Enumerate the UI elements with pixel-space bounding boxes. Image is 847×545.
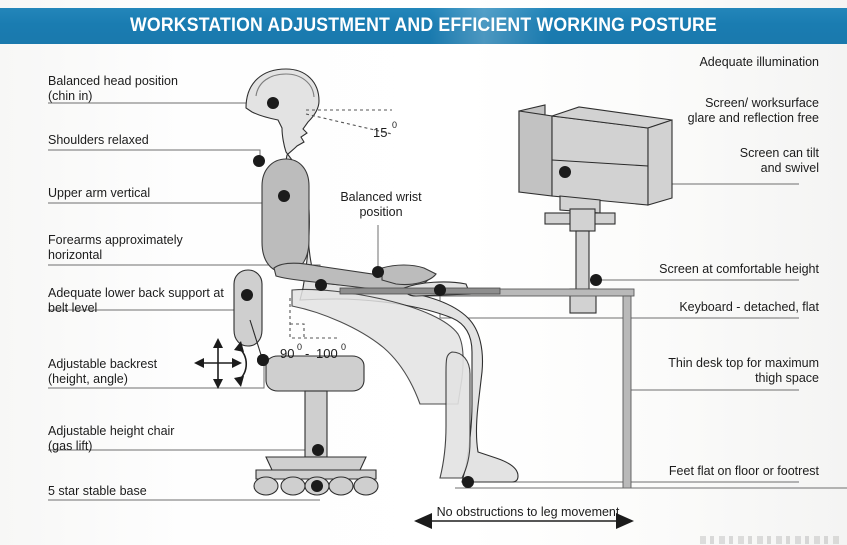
viewing-angle-value: 15 — [373, 125, 387, 140]
banner-sheen — [430, 8, 550, 44]
label-lower-back-support: Adequate lower back support at belt leve… — [48, 286, 224, 315]
footer-scan-artifact — [700, 536, 840, 544]
label-no-obstructions: No obstructions to leg movement — [436, 505, 620, 519]
label-upper-arm-vertical: Upper arm vertical — [48, 186, 151, 200]
elbow-angle-min: 90 — [280, 346, 294, 361]
label-forearms-horizontal: Forearms approximately horizontal — [48, 233, 183, 262]
dot-gas-lift — [312, 444, 324, 456]
viewing-angle-unit: 0 — [392, 120, 397, 130]
dot-backrest — [257, 354, 269, 366]
elbow-angle-min-unit: 0 — [297, 342, 302, 352]
leg-movement-arrow — [414, 513, 634, 529]
label-screen-tilt-swivel: Screen can tilt and swivel — [739, 146, 819, 175]
dot-screen-tilt — [559, 166, 571, 178]
label-adjustable-backrest: Adjustable backrest (height, angle) — [48, 357, 158, 386]
label-adjustable-height-chair: Adjustable height chair (gas lift) — [48, 424, 175, 453]
backrest-adjust-arrows — [194, 338, 248, 389]
marker-dots — [241, 97, 602, 492]
label-feet-flat-floor: Feet flat on floor or footrest — [668, 464, 819, 478]
monitor — [518, 104, 673, 314]
label-balanced-head-position: Balanced head position (chin in) — [48, 74, 178, 103]
viewing-angle-annotation: 15 0 — [305, 109, 397, 140]
office-chair — [233, 269, 379, 496]
dot-foot — [462, 476, 474, 488]
elbow-angle-max-unit: 0 — [341, 342, 346, 352]
dot-forearm — [315, 279, 327, 291]
page-title: WORKSTATION ADJUSTMENT AND EFFICIENT WOR… — [130, 15, 717, 36]
elbow-angle-separator: - — [305, 346, 309, 361]
label-glare-reflection-free: Screen/ worksurface glare and reflection… — [687, 96, 819, 125]
dot-lower-back — [241, 289, 253, 301]
label-screen-comfortable-height: Screen at comfortable height — [659, 262, 819, 276]
dot-wrist — [372, 266, 384, 278]
elbow-angle-max: 100 — [316, 346, 338, 361]
label-adequate-illumination: Adequate illumination — [699, 55, 819, 69]
label-five-star-base: 5 star stable base — [48, 484, 147, 498]
label-keyboard-detached-flat: Keyboard - detached, flat — [679, 300, 819, 314]
keyboard — [339, 287, 501, 295]
dot-five-star-base — [311, 480, 323, 492]
leader-lines-right — [439, 171, 799, 483]
dot-shoulder — [253, 155, 265, 167]
label-shoulders-relaxed: Shoulders relaxed — [48, 133, 149, 147]
dot-head — [267, 97, 279, 109]
dot-screen-height — [590, 274, 602, 286]
title-banner: WORKSTATION ADJUSTMENT AND EFFICIENT WOR… — [0, 8, 847, 44]
label-thin-desk-top: Thin desk top for maximum thigh space — [668, 356, 819, 385]
elbow-angle-annotation: 90 0 - 100 0 — [280, 298, 346, 361]
label-balanced-wrist-position: Balanced wrist position — [340, 190, 422, 219]
dot-keyboard — [434, 284, 446, 296]
dot-upper-arm — [278, 190, 290, 202]
